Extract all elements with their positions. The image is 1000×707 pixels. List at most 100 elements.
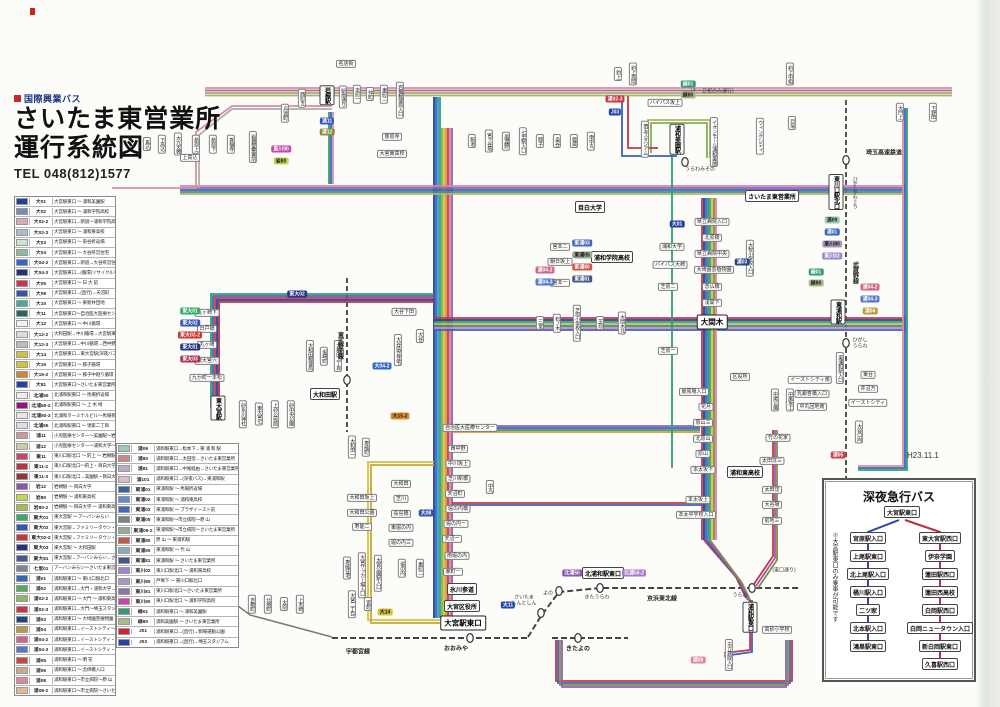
legend-color-swatch [16,432,28,440]
stop-label: 大九天棚 [173,132,183,156]
legend-route-description: 浦和駅東口 〜 大崎園芸植物園 [54,616,114,622]
legend-route-code: 東浦02 [131,496,155,504]
route-badge: 浦09 [824,216,840,224]
legend-route-code: 浦80 [131,455,155,463]
stop-label: 堀崎町 [319,346,329,366]
legend-color-swatch [16,646,28,654]
night-bus-stop: 白岡駅西口 [921,604,959,616]
route-line [212,295,434,408]
legend-route-code: 東浦90 [131,546,155,554]
route-badge: 緑80 [680,91,696,99]
legend-route-description: 大宮駅東口 〜 浦和東高校 [54,229,105,235]
legend-route-code: 浦02-2 [29,595,53,603]
legend-route-description: 大宮駅東口 〜 膝子中廻り循環 [54,371,114,377]
legend-color-swatch [16,666,28,674]
revision-date: H23.11.1 [907,451,939,460]
legend-color-swatch [16,575,28,583]
hub-label: 大宮駅東口 [440,615,486,631]
stop-label: 本町一 [352,84,362,104]
route-badge: 大01 [669,220,685,228]
legend-color-swatch [16,320,28,328]
rail-or-area-label: 埼玉高速鉄道 [865,150,903,157]
stop-label: 高砂小学校 [761,625,793,635]
route-badge: 浦08 [690,656,706,664]
stop-label: 芝原二 [657,282,679,292]
route-line [858,108,904,467]
stop-label: 南中丸 [586,131,596,151]
legend-route-description: 大宮駅東口〜さいたま東営業所 [54,381,115,387]
legend-color-swatch [16,208,28,216]
route-line [621,96,677,157]
hub-label: 岩槻駅 [319,85,335,105]
legend-route-code: 大01 [29,198,53,206]
legend-color-swatch [16,330,28,338]
stop-label: 東大宮七 [254,402,264,426]
route-line [216,299,434,408]
route-line [214,297,434,408]
legend-route-description: 東川口駅北口〜釣上・目白大学〜岩槻駅 [54,463,115,469]
legend-route-description: 浦和駅東口 〜 念佛橋入口 [54,667,105,673]
legend-route-code: 浦11 [29,432,53,440]
stop-label: 県立病院入口 [694,217,730,227]
legend-route-code: 浦01 [29,575,53,583]
rail-station-circle [681,157,689,168]
hub-label: 浦和駅東口 [742,601,758,633]
legend-route-code: 大05 [29,279,53,287]
legend-color-swatch [118,608,130,616]
legend-route-code: 大04-3 [29,269,53,277]
stop-label: 原山三 [692,418,714,428]
title-block: 国際興業バス さいたま東営業所 運行系統図 TEL 048(812)1577 [14,92,221,181]
legend-route-code: 大02-3 [29,228,53,236]
legend-route-description: 浦和駅東口 〜 大門 〜 浦和東高校 [54,595,115,601]
stop-label: 北袋町 [263,594,273,614]
stop-label: 馬込 [142,137,152,151]
stop-label: 上高込 [179,153,201,163]
stop-label: 目白大学 [574,201,606,213]
legend-route-code: 大08 [29,289,53,297]
stop-label: 浦和東高校 [726,466,764,478]
stop-label: 大崎園芸植物園 [693,265,735,275]
stop-label: 本太坂下 [690,465,716,475]
stop-label: 丸ヶ崎 [196,340,218,350]
legend-route-description: 東大宮駅 〜 アーバンみらい [54,514,109,520]
legend-route-description: 東浦和駅〜市立病院〜さいたま東営業所 [156,527,235,533]
stop-label: 釣上 [613,67,623,81]
legend-route-code: 浦02 [29,585,53,593]
night-bus-stop: 桶川駅入口 [849,586,887,598]
night-bus-stop: 二ツ家 [855,604,881,616]
rail-or-area-label: ひがしかわぐち [851,176,858,208]
legend-color-swatch [16,218,28,226]
legend-route-description: 浦和駅東口〜市立病院〜原 山 [54,677,113,683]
legend-color-swatch [16,371,28,379]
stop-label: 九か町一本松 [189,373,225,383]
stop-label: 中丸 [485,480,495,494]
legend-color-swatch [16,595,28,603]
legend-color-swatch [118,465,130,473]
route-badge: 浦04-2 [535,266,555,274]
legend-route-description: 浦和駅東口→大門〜埼玉スタジアム [54,606,115,612]
legend-color-swatch [16,391,28,399]
night-bus-stop: 白岡ニュータウン入口 [906,622,974,634]
legend-route-description: 大宮駅東口〜自治医大医療センター [54,310,115,316]
legend-route-code: 東浦81 [131,557,155,565]
night-bus-stop: 久喜駅西口 [921,658,959,670]
